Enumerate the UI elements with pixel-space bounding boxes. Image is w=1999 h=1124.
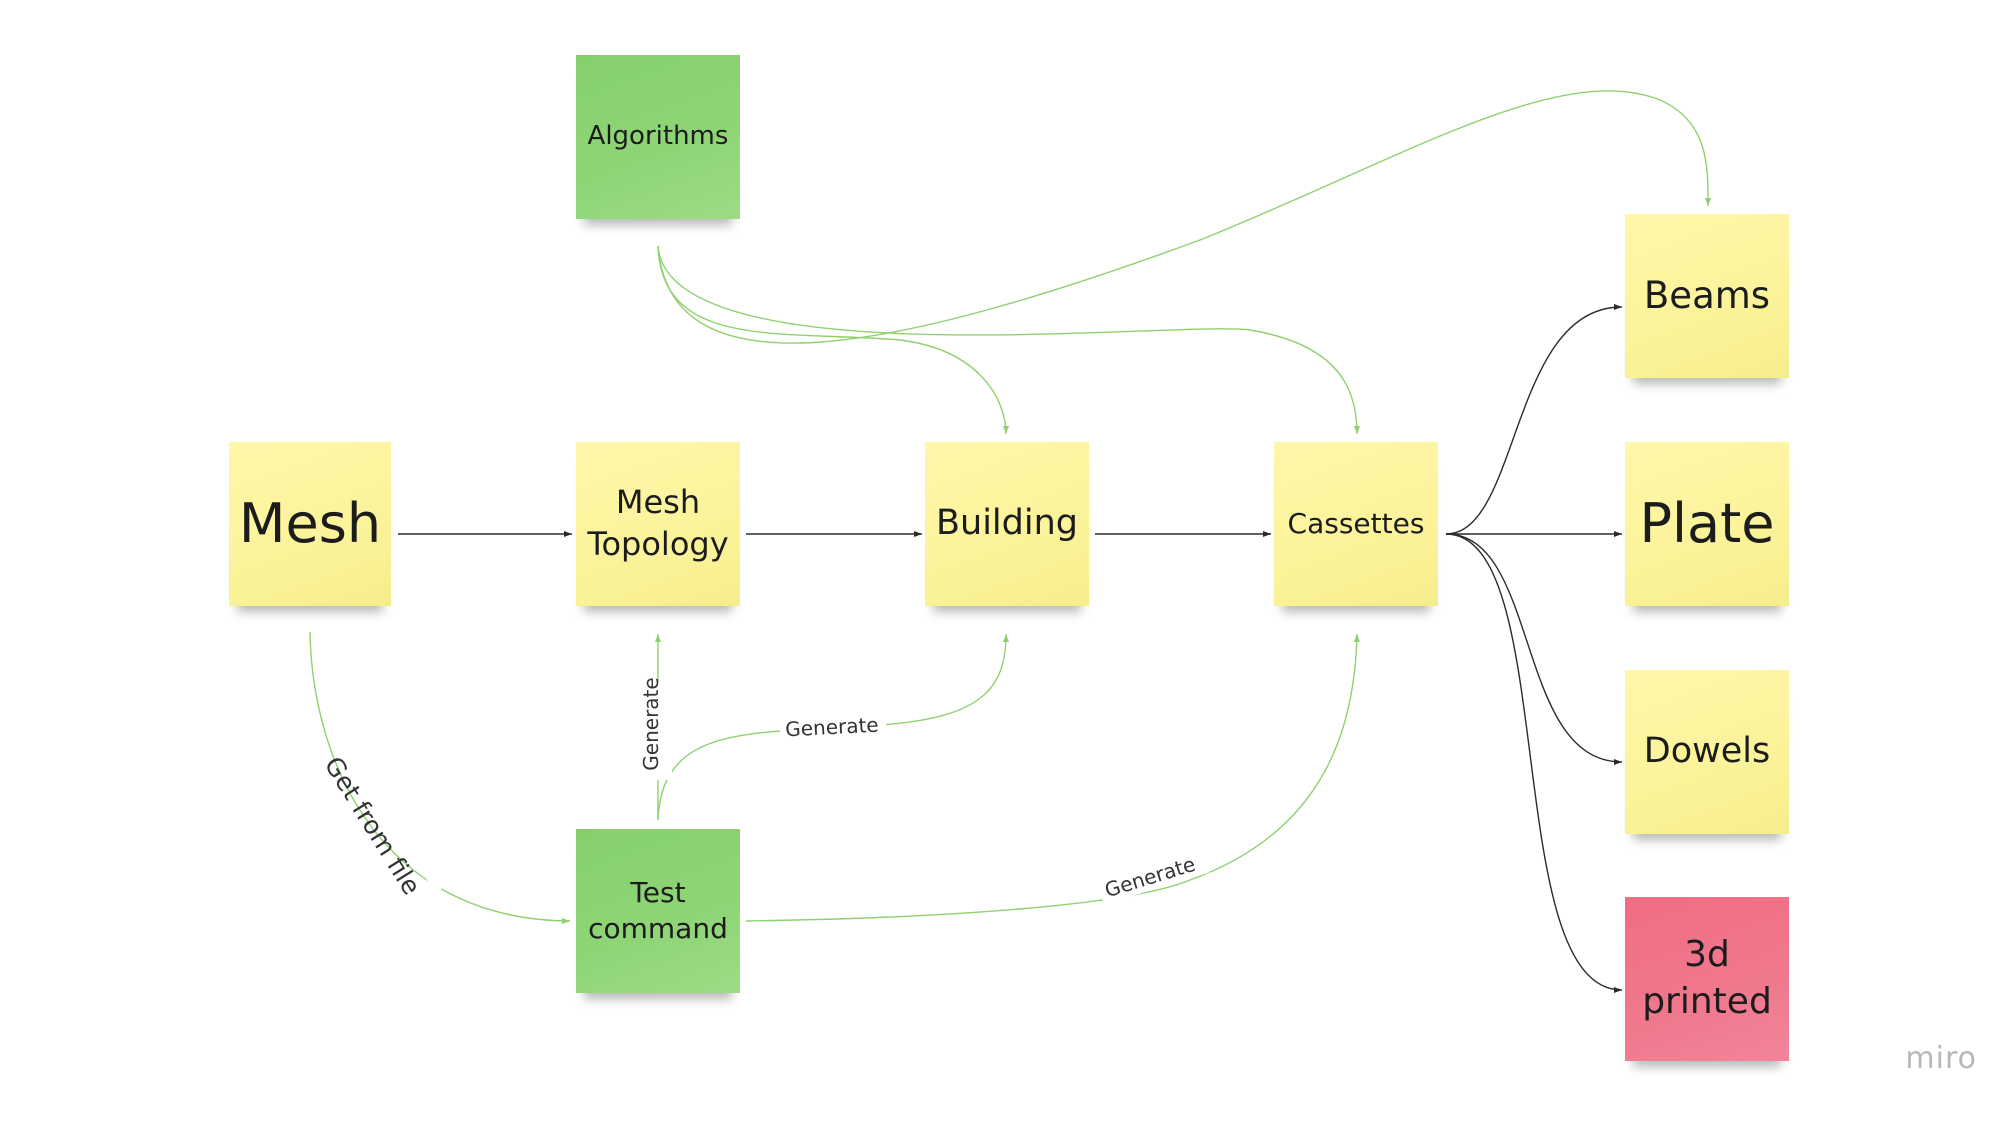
edge-cassettes-to-3d-printed bbox=[1445, 533, 1623, 993]
note-mesh-topology-text: Mesh Topology bbox=[587, 483, 729, 563]
note-test-command[interactable]: Test command bbox=[576, 829, 740, 993]
note-beams[interactable]: Beams bbox=[1625, 214, 1789, 378]
note-building-text: Building bbox=[936, 503, 1078, 544]
edge-algorithms-to-building bbox=[657, 245, 1009, 435]
note-3d-printed[interactable]: 3d printed bbox=[1625, 897, 1789, 1061]
note-3d-printed-text: 3d printed bbox=[1642, 934, 1772, 1022]
edge-label-generate-building: Generate bbox=[785, 713, 880, 742]
note-plate[interactable]: Plate bbox=[1625, 442, 1789, 606]
note-algorithms-text: Algorithms bbox=[587, 121, 729, 152]
note-mesh-text: Mesh bbox=[238, 491, 382, 555]
miro-watermark: miro bbox=[1905, 1041, 1977, 1076]
note-dowels-text: Dowels bbox=[1643, 731, 1771, 772]
note-plate-text: Plate bbox=[1639, 491, 1775, 555]
edge-cassettes-to-dowels bbox=[1445, 533, 1623, 765]
note-dowels[interactable]: Dowels bbox=[1625, 670, 1789, 834]
note-cassettes-text: Cassettes bbox=[1287, 506, 1425, 540]
note-algorithms[interactable]: Algorithms bbox=[576, 55, 740, 219]
edge-mesh-to-test-command bbox=[309, 631, 571, 924]
edge-label-generate-topology: Generate bbox=[639, 677, 663, 770]
edge-cassettes-to-beams bbox=[1445, 304, 1623, 535]
edge-algorithms-to-cassettes bbox=[657, 245, 1360, 435]
edge-test-to-cassettes bbox=[745, 633, 1360, 922]
note-building[interactable]: Building bbox=[925, 442, 1089, 606]
note-mesh-topology[interactable]: Mesh Topology bbox=[576, 442, 740, 606]
note-cassettes[interactable]: Cassettes bbox=[1274, 442, 1438, 606]
note-test-command-text: Test command bbox=[588, 875, 728, 945]
note-mesh[interactable]: Mesh bbox=[229, 442, 391, 606]
note-beams-text: Beams bbox=[1643, 273, 1771, 317]
edge-algorithms-to-beams bbox=[657, 90, 1712, 344]
